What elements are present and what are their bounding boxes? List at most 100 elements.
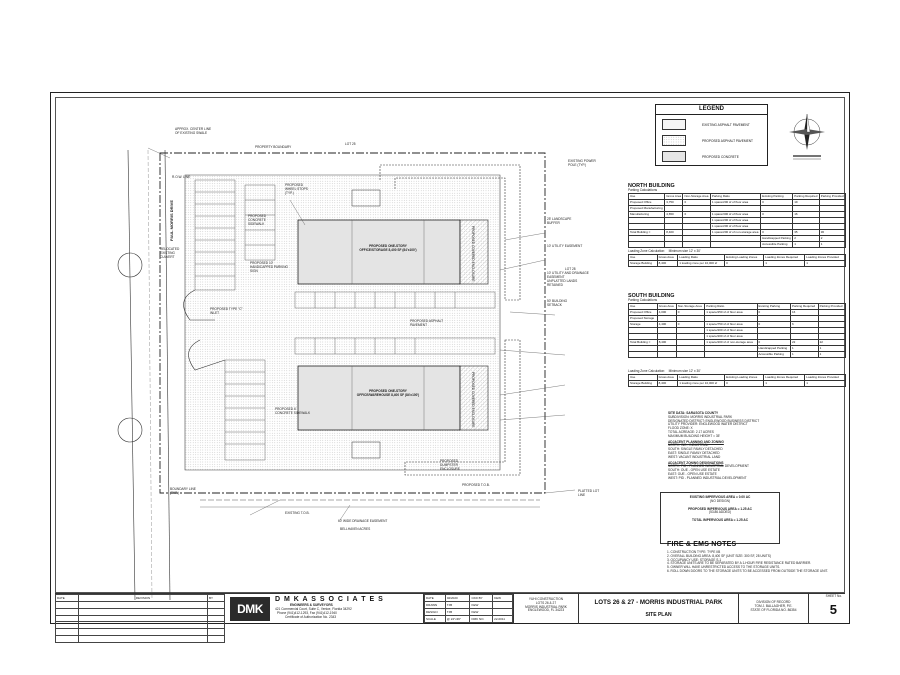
title-block: DATE REVISION BY DMK D M K A S S O C I A… <box>55 593 845 643</box>
legend-row-existing-asphalt: EXISTING ASPHALT PAVEMENT <box>662 119 762 131</box>
parking-stalls-west-south <box>224 359 266 461</box>
engineer-block: DIVISION OF RECORD TOM J. BALLAGHER, P.E… <box>738 594 808 624</box>
firm-subtitle: ENGINEERS & SURVEYORS <box>290 603 333 607</box>
north-building-calculations: NORTH BUILDING Parking Calculations Use … <box>627 183 847 267</box>
south-building-label: PROPOSED ONE-STORY OFFICE/WAREHOUSE 8,40… <box>356 389 420 397</box>
table-header: REVISION <box>78 594 208 602</box>
sheet-number-block: SHEET No. 5 <box>808 594 845 624</box>
sheet-number-label: SHEET No. <box>825 594 842 598</box>
label-building-setback: 50' BUILDING SETBACK <box>547 299 568 307</box>
label-unplatted: UNPLATTED LANDS RETAINED <box>547 279 578 287</box>
table-row: 1 space/200 sf of floor area <box>628 332 847 340</box>
dumpster-south <box>351 441 381 459</box>
list-item: 6. ROLL DOWN DOORS TO THE STORAGE UNITS … <box>667 568 828 573</box>
label-tob: PROPOSED T.O.B. <box>462 483 490 487</box>
label-landscape-buffer: 25' LANDSCAPE BUFFER <box>547 217 572 225</box>
sheet-title: SITE PLAN <box>645 612 672 618</box>
legend-label: PROPOSED ASPHALT PAVEMENT <box>702 139 753 143</box>
south-enclosure-label: PROPOSED COVERED ENCLOSURE <box>471 372 475 428</box>
legend-box: LEGEND EXISTING ASPHALT PAVEMENT PROPOSE… <box>655 104 768 166</box>
table-row: SCALE@ 24"x36"DMK NO.22-0011 <box>424 615 513 623</box>
legend-label: PROPOSED CONCRETE <box>702 155 739 159</box>
table-header: DATE <box>55 594 79 602</box>
north-parking-table: Use Gross Area Non-Storage Area Parking … <box>627 192 847 248</box>
south-building-title: SOUTH BUILDING <box>628 293 675 299</box>
south-loading-title: Loading Zone Calculation: Minimum size 1… <box>628 368 701 373</box>
north-building <box>297 219 461 285</box>
legend-swatch <box>662 119 686 130</box>
label-asphalt: PROPOSED ASPHALT PAVEMENT <box>410 319 444 327</box>
north-parking-subtitle: Parking Calculations <box>628 188 658 192</box>
south-enclosure <box>459 365 489 431</box>
lot-label-east: LOT 28 <box>565 267 576 271</box>
north-arrow-icon <box>789 113 825 160</box>
list-item: 2. OVERALL BUILDING AREA: 8,400 SF (UNIT… <box>667 553 771 558</box>
leader-lines <box>147 147 576 521</box>
bottom-lot-label: BELLHAVEN ACRES <box>340 527 371 531</box>
south-building-calculations: SOUTH BUILDING Parking Calculations Use … <box>628 293 847 387</box>
list-item: 1. CONSTRUCTION TYPE: TYPE IIB <box>667 550 721 554</box>
fire-ems-title: FIRE & EMS NOTES <box>667 541 737 548</box>
label-property-boundary: PROPERTY BOUNDARY <box>255 145 292 149</box>
road-edge-left-2 <box>164 149 171 601</box>
legend-label: EXISTING ASPHALT PAVEMENT <box>702 123 750 127</box>
south-building <box>297 365 461 431</box>
sheet-number: 5 <box>829 602 837 617</box>
label-6-sidewalk: PROPOSED 6' CONCRETE SIDEWALK <box>275 407 311 415</box>
impervious-area-box: EXISTING IMPERVIOUS AREA = 0.00 AC (NO D… <box>660 492 780 544</box>
south-parking-table: Use Gross Area Non-Storage Area Parking … <box>628 302 847 358</box>
drainage-swale-south <box>404 339 521 476</box>
label-sidewalk: PROPOSED CONCRETE SIDEWALK <box>248 214 267 226</box>
zoning-notes: SITE DATA: SARASOTA COUNTY SUBDIVISION: … <box>668 411 760 480</box>
culvert-left-bottom <box>117 417 143 443</box>
table-header: BY <box>207 594 225 602</box>
entrance-curve-north <box>183 289 215 321</box>
legend-row-proposed-concrete: PROPOSED CONCRETE <box>662 151 762 163</box>
south-loading-table: Use Gross Area Loading Ratio Existing Lo… <box>628 373 846 387</box>
label-platted-lot: PLATTED LOT LINE <box>578 489 600 497</box>
list-item: 3. OCCUPANCY USE: STORAGE S-1 <box>667 557 722 562</box>
label-60-drainage: 60' WIDE DRAINAGE EASEMENT <box>338 519 388 523</box>
south-parking-subtitle: Parking Calculations <box>628 298 658 302</box>
label-row-line: R.O.W. LINE <box>172 175 191 179</box>
client-block: YUHI CONSTRUCTION LOTS 26 & 27 MORRIS IN… <box>513 594 578 624</box>
firm-name: D M K A S S O C I A T E S <box>275 596 384 603</box>
table-row: 1 space/200 sf of floor area <box>628 326 847 334</box>
label-drainage-easement: 10' UTILITY AND DRAINAGE EASEMENT <box>547 271 589 279</box>
lot-label-north: LOT 25 <box>345 142 356 146</box>
property-boundary <box>159 152 546 494</box>
north-building-title: NORTH BUILDING <box>628 183 675 189</box>
north-loading-title: Loading Zone Calculation: Minimum size 1… <box>628 248 701 253</box>
legend-title: LEGEND <box>656 105 767 115</box>
legend-swatch <box>662 151 686 162</box>
entrance-curve-south <box>188 339 226 371</box>
culvert-left-top <box>117 252 143 278</box>
legend-swatch <box>662 135 686 146</box>
north-enclosure-label: PROPOSED COVERED ENCLOSURE <box>471 226 475 282</box>
legend-row-proposed-asphalt: PROPOSED ASPHALT PAVEMENT <box>662 135 762 147</box>
north-building-label: PROPOSED ONE-STORY OFFICE/STORAGE 8,400 … <box>359 244 417 252</box>
label-power-pole: EXISTING POWER POLE (TYP.) <box>568 159 596 167</box>
label-handicap-sign: PROPOSED 10' HANDICAPPED PARKING SIGN <box>250 261 289 273</box>
label-boundary-line: BOUNDARY LINE (TYP.) <box>170 487 196 495</box>
label-center-line: APPROX. CENTER LINE OF EXISTING SWALE <box>175 127 212 135</box>
parking-stalls-west-north <box>194 179 276 291</box>
firm-address: 421 Commercial Court, Suite C, Venice, F… <box>275 607 352 611</box>
firm-certificate: Certificate of Authorization No. 2343 <box>285 615 337 619</box>
dmk-logo: DMK <box>230 597 270 621</box>
label-utility-easement: 10' UTILITY EASEMENT <box>547 244 583 248</box>
parking-stalls-middle <box>294 291 496 355</box>
drainage-swale-north <box>379 164 521 301</box>
label-dumpster: PROPOSED DUMPSTER ENCLOSURE <box>440 459 460 471</box>
road-centerline <box>147 149 153 601</box>
